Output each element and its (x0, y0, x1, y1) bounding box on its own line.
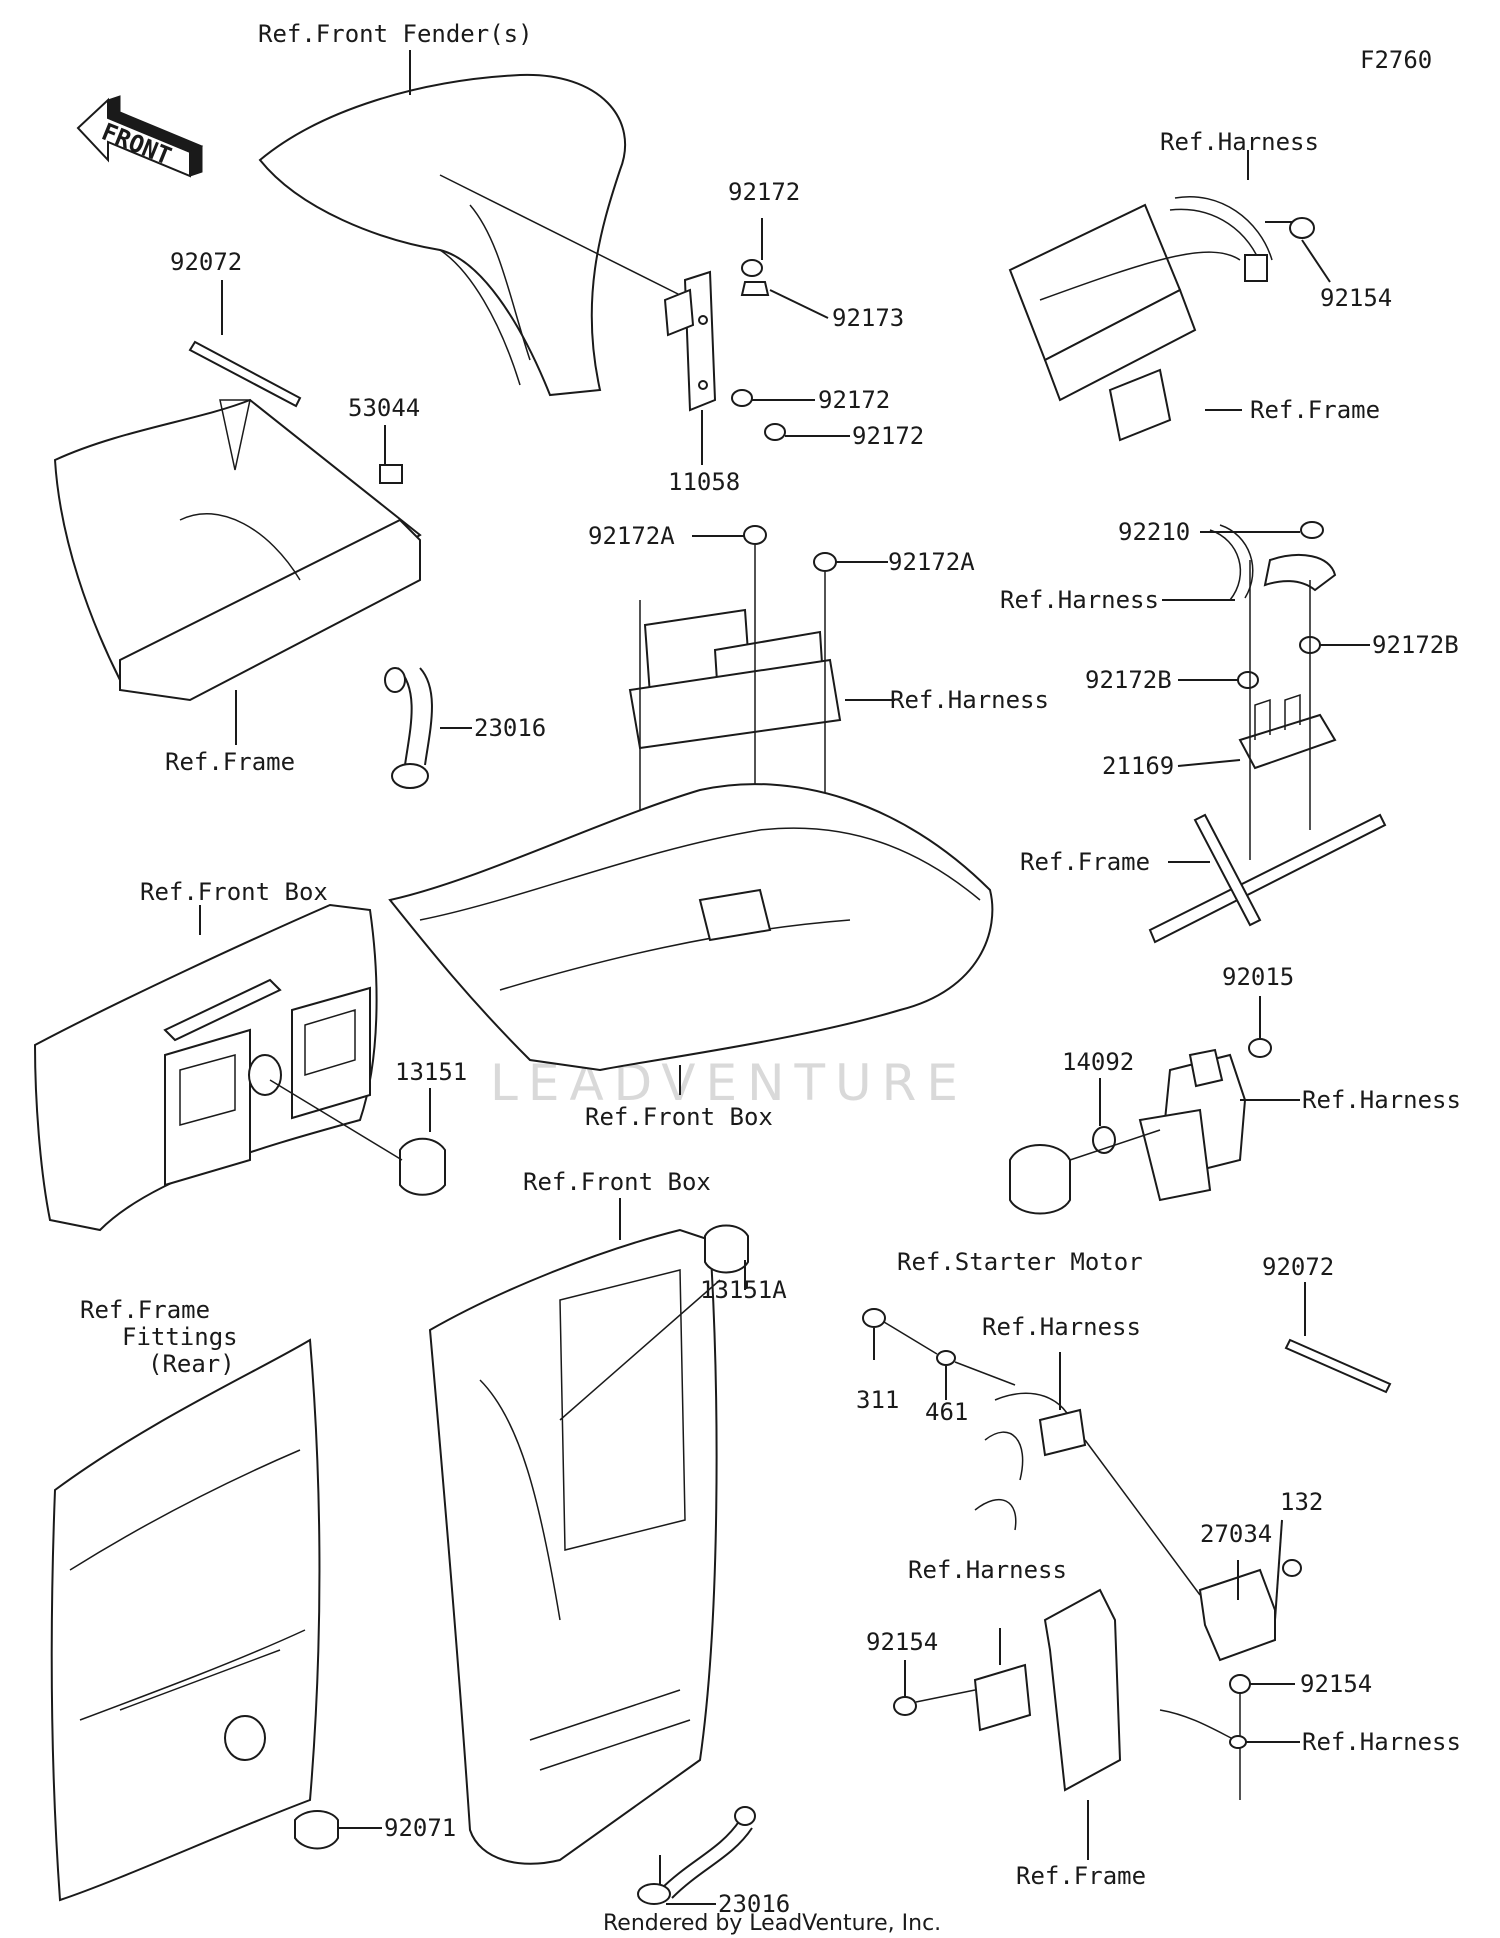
screw-92172a-left (743, 525, 767, 545)
label-ref-harness-center: Ref.Harness (890, 686, 1049, 714)
footer-credit: Rendered by LeadVenture, Inc. (603, 1911, 941, 1936)
label-92173: 92173 (832, 304, 904, 332)
grommet-92071 (294, 1810, 339, 1850)
label-23016-bottom: 23016 (718, 1890, 790, 1918)
label-sticker-53044 (379, 464, 403, 484)
nut-311 (862, 1308, 886, 1328)
label-92154-lower-left: 92154 (866, 1628, 938, 1656)
washer-461 (936, 1350, 956, 1366)
screw-132 (1282, 1559, 1302, 1577)
screw-92172-mid (731, 389, 753, 407)
label-53044: 53044 (348, 394, 420, 422)
label-92172b-left: 92172B (1085, 666, 1172, 694)
label-92072-left: 92072 (170, 248, 242, 276)
nut-92015 (1248, 1038, 1272, 1058)
frame-top-right-assembly (1008, 150, 1331, 442)
frame-fittings-rear-assembly (50, 1338, 382, 1902)
label-ref-frame-fittings-2: Fittings (122, 1323, 238, 1351)
nut-92210 (1300, 521, 1324, 539)
front-fender-assembly (258, 50, 850, 465)
label-92154-lower-right: 92154 (1300, 1670, 1372, 1698)
label-21169: 21169 (1102, 752, 1174, 780)
diagram-code: F2760 (1360, 46, 1432, 74)
harness-23016-top (391, 763, 429, 789)
label-ref-front-box-lower: Ref.Front Box (523, 1168, 711, 1196)
connector-lower (973, 1663, 1032, 1732)
bracket-11058 (683, 270, 717, 412)
label-11058: 11058 (668, 468, 740, 496)
label-92172-mid: 92172 (818, 386, 890, 414)
label-ref-harness-lower: Ref.Harness (908, 1556, 1067, 1584)
cable-tie-92072-right (1284, 1282, 1392, 1394)
label-461: 461 (925, 1398, 968, 1426)
cable-tie-92072-left (188, 340, 302, 408)
front-box-socket-assembly (33, 903, 446, 1232)
label-ref-frame-top-right: Ref.Frame (1250, 396, 1380, 424)
starter-relay-assembly (1009, 996, 1300, 1215)
harness-23016-bottom (637, 1883, 671, 1905)
frame-left-assembly (53, 280, 472, 789)
front-arrow-icon: FRONT (76, 95, 204, 178)
label-ref-front-box-left: Ref.Front Box (140, 878, 328, 906)
screw-92172-top (741, 259, 763, 277)
bracket-21169-assembly (1148, 521, 1387, 944)
label-ref-starter-motor: Ref.Starter Motor (897, 1248, 1143, 1276)
label-23016-top: 23016 (474, 714, 546, 742)
screw-92172a-right (813, 552, 837, 572)
front-box-lower-assembly (428, 1198, 756, 1905)
frame-right (1148, 813, 1387, 944)
bolt-92154-top (1289, 217, 1315, 239)
socket-13151 (399, 1137, 446, 1196)
label-311: 311 (856, 1386, 899, 1414)
label-14092: 14092 (1062, 1048, 1134, 1076)
harness-clamp (1244, 254, 1268, 282)
label-92210: 92210 (1118, 518, 1190, 546)
frame-lower-right (1043, 1588, 1122, 1792)
label-92154-top-right: 92154 (1320, 284, 1392, 312)
relay-box-assembly (388, 525, 994, 1095)
label-ref-harness-lower-right: Ref.Harness (1302, 1728, 1461, 1756)
label-ref-frame-right2: Ref.Frame (1020, 848, 1150, 876)
label-92072-right: 92072 (1262, 1253, 1334, 1281)
bolt-92154-lower-right (1229, 1674, 1251, 1694)
label-27034: 27034 (1200, 1520, 1272, 1548)
front-box (388, 783, 994, 1072)
label-ref-frame-left: Ref.Frame (165, 748, 295, 776)
label-ref-frame-fittings-1: Ref.Frame (80, 1296, 210, 1324)
screw-92172-low (764, 423, 786, 441)
label-ref-front-box-center: Ref.Front Box (585, 1103, 773, 1131)
label-ref-harness-starter: Ref.Harness (1302, 1086, 1461, 1114)
label-ref-harness-right2: Ref.Harness (1000, 586, 1159, 614)
label-ref-frame-fittings-3: (Rear) (148, 1350, 235, 1378)
label-ref-harness-top-right: Ref.Harness (1160, 128, 1319, 156)
label-92172a-right: 92172A (888, 548, 975, 576)
label-92172b-right: 92172B (1372, 631, 1459, 659)
label-13151: 13151 (395, 1058, 467, 1086)
label-92172a-left: 92172A (588, 522, 675, 550)
screw-92172b-left (1237, 671, 1259, 689)
socket-13151a (704, 1224, 749, 1274)
relay-27034-assembly (862, 1308, 1302, 1860)
label-13151a: 13151A (700, 1276, 787, 1304)
label-92015: 92015 (1222, 963, 1294, 991)
starter-motor-ref (1009, 1144, 1071, 1215)
label-92172-top: 92172 (728, 178, 800, 206)
label-ref-front-fenders: Ref.Front Fender(s) (258, 20, 533, 48)
label-ref-harness-relay: Ref.Harness (982, 1313, 1141, 1341)
label-92071: 92071 (384, 1814, 456, 1842)
switch-panel-right (291, 986, 371, 1120)
label-ref-frame-bottom: Ref.Frame (1016, 1862, 1146, 1890)
label-132: 132 (1280, 1488, 1323, 1516)
bolt-92154-lower-left (893, 1696, 917, 1716)
switch-panel-left (164, 1028, 251, 1187)
relay-27034 (1198, 1568, 1276, 1662)
clip-92173 (740, 281, 770, 296)
label-92172-low: 92172 (852, 422, 924, 450)
